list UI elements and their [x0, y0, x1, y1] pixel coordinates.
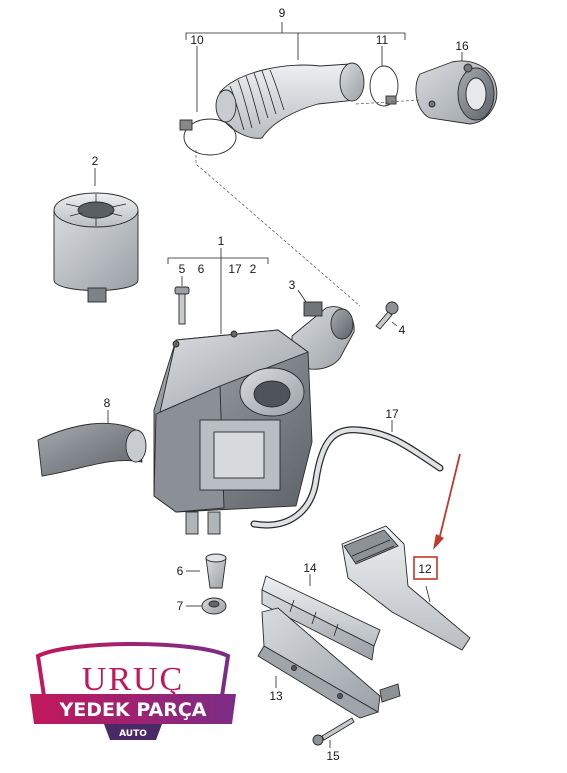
- callout-label-6: 6: [198, 262, 205, 276]
- callout-bracket-9: [185, 22, 406, 60]
- callout-label-1: 1: [218, 234, 225, 248]
- callout-label-11: 11: [376, 33, 389, 47]
- air-filter-housing-1: [153, 329, 313, 535]
- logo-title: URUÇ: [82, 661, 184, 698]
- callout-label-6b: 6: [177, 564, 184, 578]
- air-duct-8: [37, 410, 147, 477]
- brand-logo: URUÇ YEDEK PARÇA AUTO: [30, 642, 236, 740]
- hose-clamp-10: [179, 46, 237, 156]
- callout-label-4: 4: [399, 323, 406, 337]
- logo-tagline: AUTO: [119, 729, 147, 739]
- screw-4: [375, 301, 399, 330]
- callout-label-5: 5: [179, 262, 186, 276]
- screw-5: [174, 276, 190, 325]
- cover-14: [261, 574, 381, 661]
- screw-15: [312, 717, 355, 748]
- highlight-box-12: [413, 556, 438, 580]
- callout-label-10: 10: [190, 33, 204, 47]
- logo-subtitle: YEDEK PARÇA: [59, 699, 207, 721]
- intake-snorkel-12: [341, 525, 471, 651]
- callout-label-16: 16: [455, 39, 469, 53]
- intake-hose: [215, 62, 365, 139]
- callout-bracket-1: [167, 248, 269, 334]
- callout-label-17b: 17: [385, 407, 399, 421]
- hose-clamp-11: [369, 46, 399, 107]
- callout-label-17: 17: [228, 262, 242, 276]
- grommet-6: [186, 553, 227, 589]
- throttle-body-16: [415, 52, 498, 125]
- highlight-arrow: [433, 453, 461, 550]
- callout-label-14: 14: [303, 561, 317, 575]
- vent-pipe-17: [250, 420, 444, 529]
- callout-label-9: 9: [279, 6, 286, 20]
- bracket-13: [257, 607, 401, 719]
- air-filter-element-2: [53, 168, 139, 303]
- callout-label-7: 7: [177, 599, 184, 613]
- callout-label-15: 15: [326, 749, 340, 763]
- callout-label-13: 13: [269, 689, 283, 703]
- callout-label-3: 3: [289, 278, 296, 292]
- callout-label-2b: 2: [250, 262, 257, 276]
- callout-label-2: 2: [92, 154, 99, 168]
- assembly-connector-lines: [195, 99, 421, 307]
- callout-labels: 9 10 11 16 2 1 5 6 17 2 3 4 8 17 12 6 7 …: [92, 6, 469, 763]
- callout-label-12: 12: [418, 562, 432, 576]
- callout-label-8: 8: [104, 396, 111, 410]
- valve-7: [186, 597, 227, 615]
